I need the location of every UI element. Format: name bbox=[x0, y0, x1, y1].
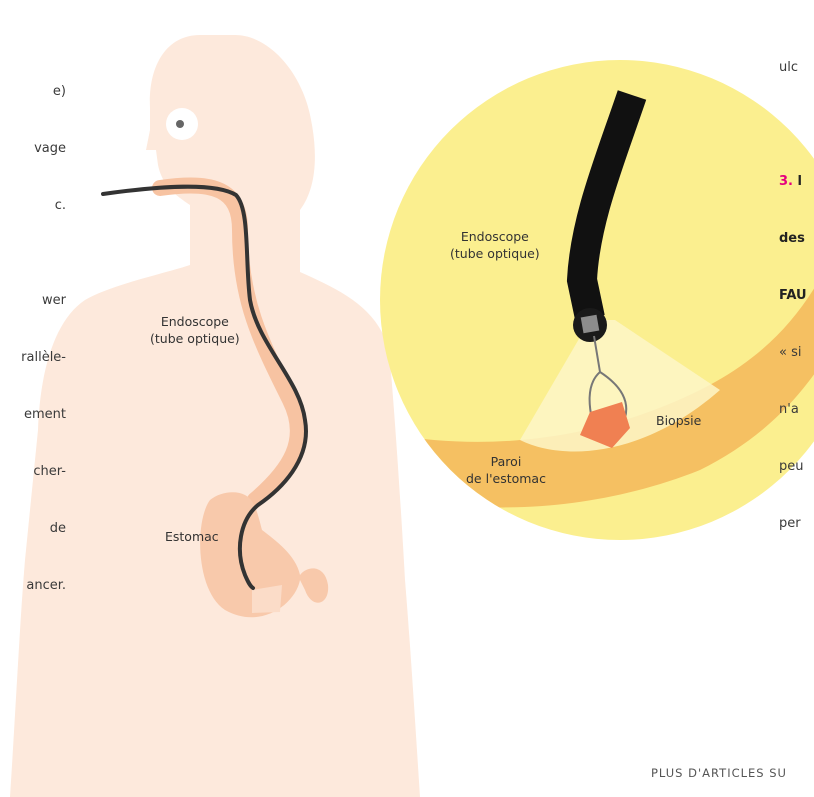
endoscope-lens bbox=[581, 315, 600, 334]
right-text-line: per bbox=[779, 514, 807, 533]
label-endoscope-body: Endoscope (tube optique) bbox=[150, 313, 240, 347]
right-text-line: n'a bbox=[779, 400, 807, 419]
left-text-line: rallèle- bbox=[0, 348, 66, 367]
left-text-line: ancer. bbox=[0, 576, 66, 595]
label-stomach-wall: Paroi de l'estomac bbox=[466, 453, 546, 487]
left-text-line: vage bbox=[0, 139, 66, 158]
body-silhouette bbox=[10, 35, 420, 797]
eye-pupil bbox=[176, 120, 184, 128]
left-text-line: wer bbox=[0, 291, 66, 310]
label-endoscope-zoom: Endoscope (tube optique) bbox=[450, 228, 540, 262]
right-text-column: ulc 3. l des FAU « si n'a peu per bbox=[779, 20, 807, 552]
label-biopsy: Biopsie bbox=[656, 412, 701, 429]
left-text-line: de bbox=[0, 519, 66, 538]
right-text-line: des bbox=[779, 229, 807, 248]
right-text-line: « si bbox=[779, 343, 807, 362]
right-text-line: ulc bbox=[779, 58, 807, 77]
left-text-line: cher- bbox=[0, 462, 66, 481]
right-text-line: FAU bbox=[779, 286, 807, 305]
heading-number: 3. bbox=[779, 174, 793, 189]
label-stomach: Estomac bbox=[165, 528, 219, 545]
heading-text: l bbox=[793, 174, 802, 189]
left-text-line: c. bbox=[0, 196, 66, 215]
right-text-line: peu bbox=[779, 457, 807, 476]
more-articles-link[interactable]: PLUS D'ARTICLES SU bbox=[651, 766, 787, 780]
right-text-heading: 3. l bbox=[779, 172, 807, 191]
left-text-line: ement bbox=[0, 405, 66, 424]
left-text-column: e) vage c. wer rallèle- ement cher- de a… bbox=[0, 44, 66, 614]
left-text-line: e) bbox=[0, 82, 66, 101]
